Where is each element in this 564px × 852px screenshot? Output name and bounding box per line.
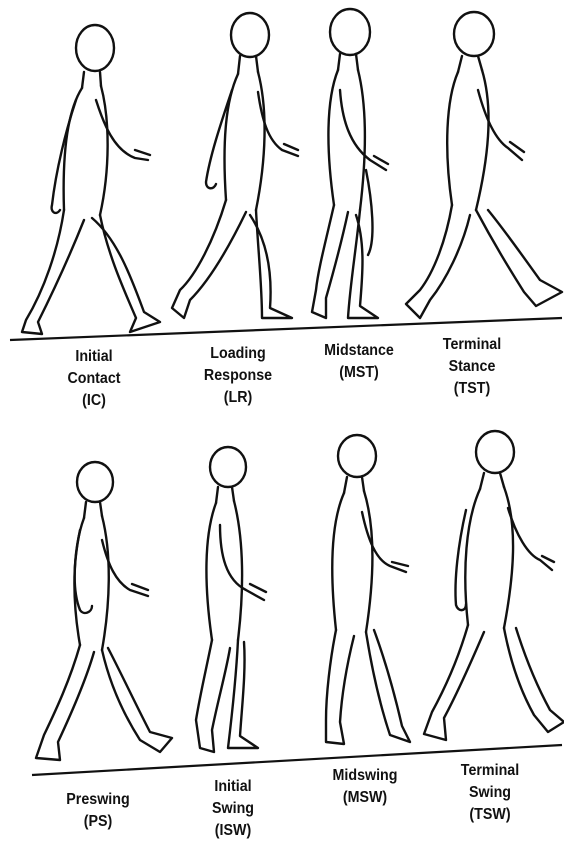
phase-label-preswing: Preswing (PS) bbox=[47, 789, 148, 833]
label-line: (ISW) bbox=[182, 820, 283, 842]
label-line: (TST) bbox=[421, 378, 522, 400]
label-line: (MSW) bbox=[314, 787, 415, 809]
phase-label-midstance: Midstance (MST) bbox=[308, 340, 409, 384]
label-line: (IC) bbox=[43, 390, 144, 412]
figure-loading-response bbox=[172, 13, 298, 318]
figure-midstance bbox=[312, 9, 388, 318]
label-line: Response bbox=[187, 365, 288, 387]
phase-label-terminal-swing: Terminal Swing (TSW) bbox=[439, 760, 540, 826]
label-line: Midstance bbox=[308, 340, 409, 362]
label-line: Midswing bbox=[314, 765, 415, 787]
label-line: Swing bbox=[439, 782, 540, 804]
label-line: Initial bbox=[43, 346, 144, 368]
label-line: Initial bbox=[182, 776, 283, 798]
phase-label-loading-response: Loading Response (LR) bbox=[187, 343, 288, 409]
label-line: Terminal bbox=[421, 334, 522, 356]
figure-midswing bbox=[326, 435, 410, 744]
phase-label-initial-swing: Initial Swing (ISW) bbox=[182, 776, 283, 842]
label-line: Swing bbox=[182, 798, 283, 820]
phase-label-terminal-stance: Terminal Stance (TST) bbox=[421, 334, 522, 400]
label-line: (TSW) bbox=[439, 804, 540, 826]
label-line: (MST) bbox=[308, 362, 409, 384]
label-line: Stance bbox=[421, 356, 522, 378]
figure-initial-swing bbox=[196, 447, 266, 752]
label-line: (LR) bbox=[187, 387, 288, 409]
figure-terminal-swing bbox=[424, 431, 564, 740]
label-line: Terminal bbox=[439, 760, 540, 782]
figure-initial-contact bbox=[22, 25, 160, 334]
phase-label-initial-contact: Initial Contact (IC) bbox=[43, 346, 144, 412]
label-line: Loading bbox=[187, 343, 288, 365]
label-line: Contact bbox=[43, 368, 144, 390]
figure-preswing bbox=[36, 462, 172, 760]
phase-label-midswing: Midswing (MSW) bbox=[314, 765, 415, 809]
figure-terminal-stance bbox=[406, 12, 562, 318]
label-line: Preswing bbox=[47, 789, 148, 811]
label-line: (PS) bbox=[47, 811, 148, 833]
